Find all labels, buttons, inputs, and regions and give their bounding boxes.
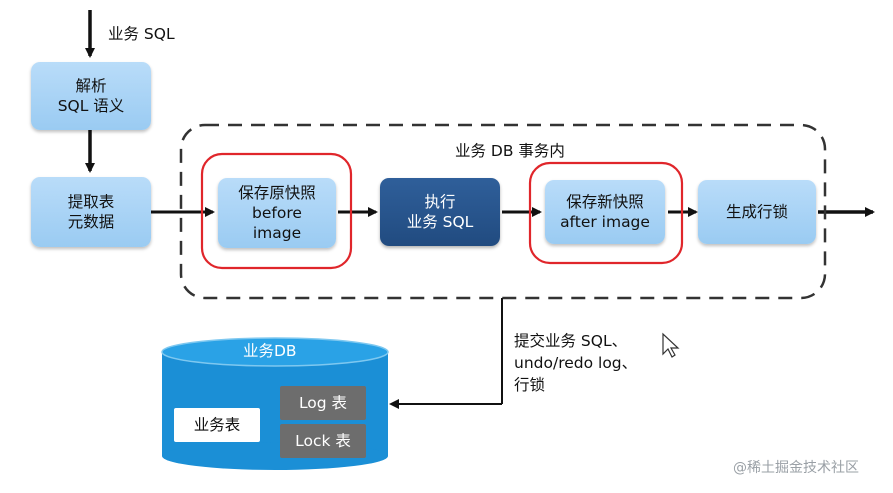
before-highlight: [200, 152, 353, 270]
cursor-icon: [662, 332, 680, 358]
business-table-box: 业务表: [174, 408, 260, 442]
commit-label: 提交业务 SQL、 undo/redo log、 行锁: [514, 332, 638, 394]
after-highlight: [528, 161, 684, 265]
before-image-box: 保存原快照 before image: [218, 178, 336, 248]
after-image-box: 保存新快照 after image: [545, 180, 665, 244]
watermark: @稀土掘金技术社区: [733, 460, 859, 476]
extract-metadata-box: 提取表 元数据: [31, 177, 151, 247]
db-title: 业务DB: [243, 342, 297, 360]
lock-table-box: Lock 表: [280, 424, 366, 458]
transaction-label: 业务 DB 事务内: [455, 142, 565, 160]
generate-lock-box: 生成行锁: [698, 180, 816, 244]
parse-sql-box: 解析 SQL 语义: [31, 62, 151, 130]
input-label: 业务 SQL: [108, 25, 175, 43]
execute-sql-box: 执行 业务 SQL: [380, 178, 500, 246]
log-table-box: Log 表: [280, 386, 366, 420]
